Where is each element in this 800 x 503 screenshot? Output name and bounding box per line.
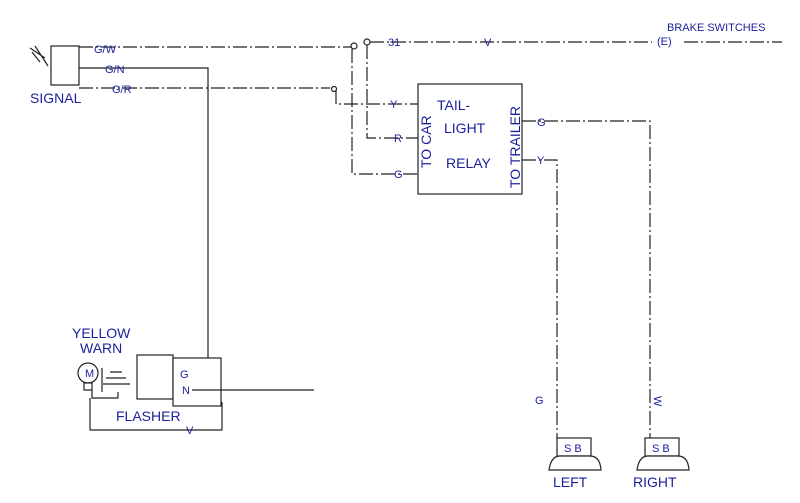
wire-v-brake-label: V: [484, 37, 492, 49]
brake-code: (E): [657, 36, 672, 48]
wire-y-trailer: [522, 159, 558, 440]
signal-label: SIGNAL: [30, 90, 82, 106]
right-label: RIGHT: [633, 474, 677, 490]
relay-to-car: TO CAR: [418, 115, 434, 168]
terminal-31-label: 31: [388, 37, 400, 49]
relay-line1: TAIL-: [437, 97, 471, 113]
wire-g-trailer-label: G: [537, 117, 546, 129]
flasher-v-label: V: [186, 425, 194, 437]
relay-line3: RELAY: [446, 155, 492, 171]
tail-light-relay: [417, 83, 523, 195]
lamp-letter: M: [85, 368, 94, 380]
wire-r-car: [366, 45, 418, 139]
yellow-label: YELLOW: [72, 325, 131, 341]
wire-flasher-v: [89, 398, 223, 431]
wire-g-trailer: [522, 120, 651, 440]
wire-right-w-label: W: [651, 396, 663, 407]
wire-gw-label: G/W: [94, 44, 117, 56]
brake-switches-label: BRAKE SWITCHES: [667, 22, 765, 34]
right-lamp-plug: [636, 437, 690, 471]
wire-g-car: [351, 49, 418, 175]
junction-node-3: [330, 85, 338, 93]
relay-line2: LIGHT: [444, 120, 486, 136]
junction-node-1: [350, 42, 358, 50]
flasher-unit: [136, 354, 222, 407]
flasher-g-label: G: [180, 369, 189, 381]
warn-label: WARN: [80, 340, 122, 356]
junction-node-2: [363, 38, 371, 46]
right-plug-label: S B: [652, 443, 670, 455]
wire-gr-label: G/R: [112, 84, 132, 96]
wire-y-trailer-label: Y: [537, 155, 545, 167]
wire-y-car: [335, 90, 418, 105]
wire-y-car-label: Y: [390, 99, 398, 111]
left-plug-label: S B: [564, 443, 582, 455]
wire-gn-label: G/N: [105, 64, 125, 76]
wire-g-car-label: G: [394, 169, 403, 181]
left-lamp-plug: [548, 437, 602, 471]
wire-r-car-label: R: [394, 133, 402, 145]
relay-to-trailer: TO TRAILER: [507, 106, 523, 188]
wire-left-g-label: G: [535, 395, 544, 407]
left-label: LEFT: [553, 474, 588, 490]
signal-switch: [29, 45, 80, 86]
flasher-n-label: N: [182, 385, 190, 397]
warn-lamp: [77, 362, 130, 399]
flasher-label: FLASHER: [116, 408, 181, 424]
